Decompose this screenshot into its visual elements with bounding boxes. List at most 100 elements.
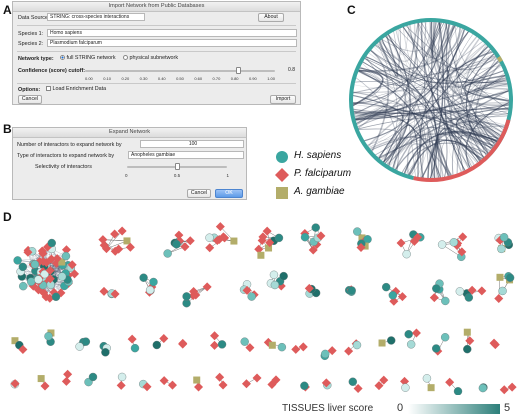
network-edge: [436, 132, 500, 178]
plasmodium-node: [356, 243, 366, 253]
plasmodium-node: [494, 294, 504, 304]
plasmodium-node: [159, 376, 169, 386]
subnetwork: [178, 338, 188, 349]
human-node: [279, 271, 288, 281]
network-type-label: Network type:: [18, 56, 54, 62]
num-interactors-field[interactable]: 100: [140, 140, 244, 148]
subnetwork: [463, 328, 475, 354]
plasmodium-node: [429, 293, 439, 303]
human-node: [499, 233, 509, 242]
plasmodium-node: [127, 334, 137, 344]
expand-ok-button[interactable]: OK: [215, 189, 243, 198]
human-node: [353, 227, 362, 236]
subnetwork: [344, 285, 356, 296]
plasmodium-node: [210, 331, 220, 341]
species1-field[interactable]: Homo sapiens: [47, 29, 297, 37]
slider-thumb[interactable]: [174, 163, 180, 170]
anopheles-node: [463, 328, 471, 336]
confidence-value[interactable]: 0.8: [288, 67, 295, 73]
plasmodium-node: [353, 384, 363, 394]
human-node: [300, 232, 310, 242]
human-node: [498, 286, 507, 296]
plasmodium-node: [265, 238, 275, 248]
network-edge: [360, 61, 415, 168]
human-node: [61, 251, 71, 261]
human-node: [205, 233, 214, 242]
network-edge: [392, 126, 493, 171]
plasmodium-node: [41, 258, 51, 268]
human-node: [388, 291, 398, 300]
plasmodium-node: [499, 385, 509, 395]
human-node: [277, 342, 287, 352]
plasmodium-node: [490, 340, 500, 350]
tissues-label: TISSUES liver score: [282, 403, 374, 414]
human-node: [422, 374, 432, 383]
confidence-tick: 0.40: [157, 76, 166, 81]
slider-thumb[interactable]: [236, 67, 241, 74]
subnetwork: [163, 230, 195, 258]
anopheles-node: [11, 337, 19, 345]
anopheles-node: [496, 273, 504, 281]
expand-cancel-button[interactable]: Cancel: [187, 189, 211, 198]
human-node: [139, 273, 148, 282]
plasmodium-node: [61, 245, 71, 255]
plasmodium-node: [467, 285, 477, 295]
enrichment-checkbox[interactable]: Load Enrichment Data: [46, 86, 106, 92]
anopheles-node: [230, 237, 238, 245]
plasmodium-node: [142, 382, 152, 392]
type-interactors-select[interactable]: Anopheles gambiae: [128, 151, 244, 159]
human-node: [352, 340, 362, 350]
human-node: [149, 277, 158, 287]
subnetwork: [374, 375, 389, 391]
network-edge: [463, 74, 512, 102]
species2-field[interactable]: Plasmodium falciparum: [47, 39, 297, 47]
plasmodium-node: [271, 375, 281, 385]
plasmodium-node: [257, 236, 267, 246]
network-edge: [353, 64, 504, 121]
selectivity-slider[interactable]: [127, 163, 227, 170]
network-edge: [351, 104, 511, 115]
network-edge: [419, 20, 488, 158]
human-node: [75, 342, 84, 351]
plasmodium-node: [98, 235, 108, 245]
import-button[interactable]: Import: [270, 95, 296, 104]
plasmodium-node: [185, 236, 195, 246]
plasmodium-node: [174, 230, 184, 240]
full-network-radio[interactable]: full STRING network: [60, 55, 116, 61]
plasmodium-node: [70, 269, 80, 279]
separator: [17, 51, 296, 52]
network-edge: [363, 57, 504, 134]
tissues-max: 5: [504, 402, 511, 414]
subnetwork: [37, 375, 50, 391]
subnetwork: [139, 379, 152, 392]
plasmodium-node: [167, 380, 177, 390]
confidence-tick: 0.90: [248, 76, 257, 81]
network-edge: [351, 27, 466, 114]
panel-letter-a: A: [3, 3, 12, 17]
plasmodium-node: [245, 343, 255, 353]
expand-network-dialog: Expand Network Number of interactors to …: [12, 127, 247, 200]
about-button[interactable]: About: [258, 13, 284, 22]
plasmodium-node: [316, 231, 326, 241]
species2-label: Species 2:: [18, 41, 44, 47]
subnetwork: [61, 369, 73, 386]
human-node: [130, 343, 140, 353]
network-edge: [409, 22, 452, 65]
human-node: [497, 244, 506, 254]
human-node: [51, 292, 61, 302]
confidence-tick: 1.00: [267, 76, 275, 81]
subnetwork: [478, 383, 488, 393]
plasmodium-node: [396, 238, 406, 248]
data-source-label: Data Source:: [18, 15, 50, 21]
large-subnetwork: [13, 238, 80, 303]
confidence-slider[interactable]: [85, 67, 275, 74]
network-edge: [106, 230, 123, 249]
data-source-value: STRING: cross-species interactions: [50, 14, 130, 20]
plasmodium-node: [267, 379, 277, 389]
subnetwork: [193, 376, 204, 392]
physical-subnetwork-radio[interactable]: physical subnetwork: [123, 55, 178, 61]
network-edge: [373, 44, 430, 180]
cancel-button[interactable]: Cancel: [18, 95, 42, 104]
subnetwork: [44, 329, 55, 346]
data-source-select[interactable]: STRING: cross-species interactions: [47, 13, 145, 21]
